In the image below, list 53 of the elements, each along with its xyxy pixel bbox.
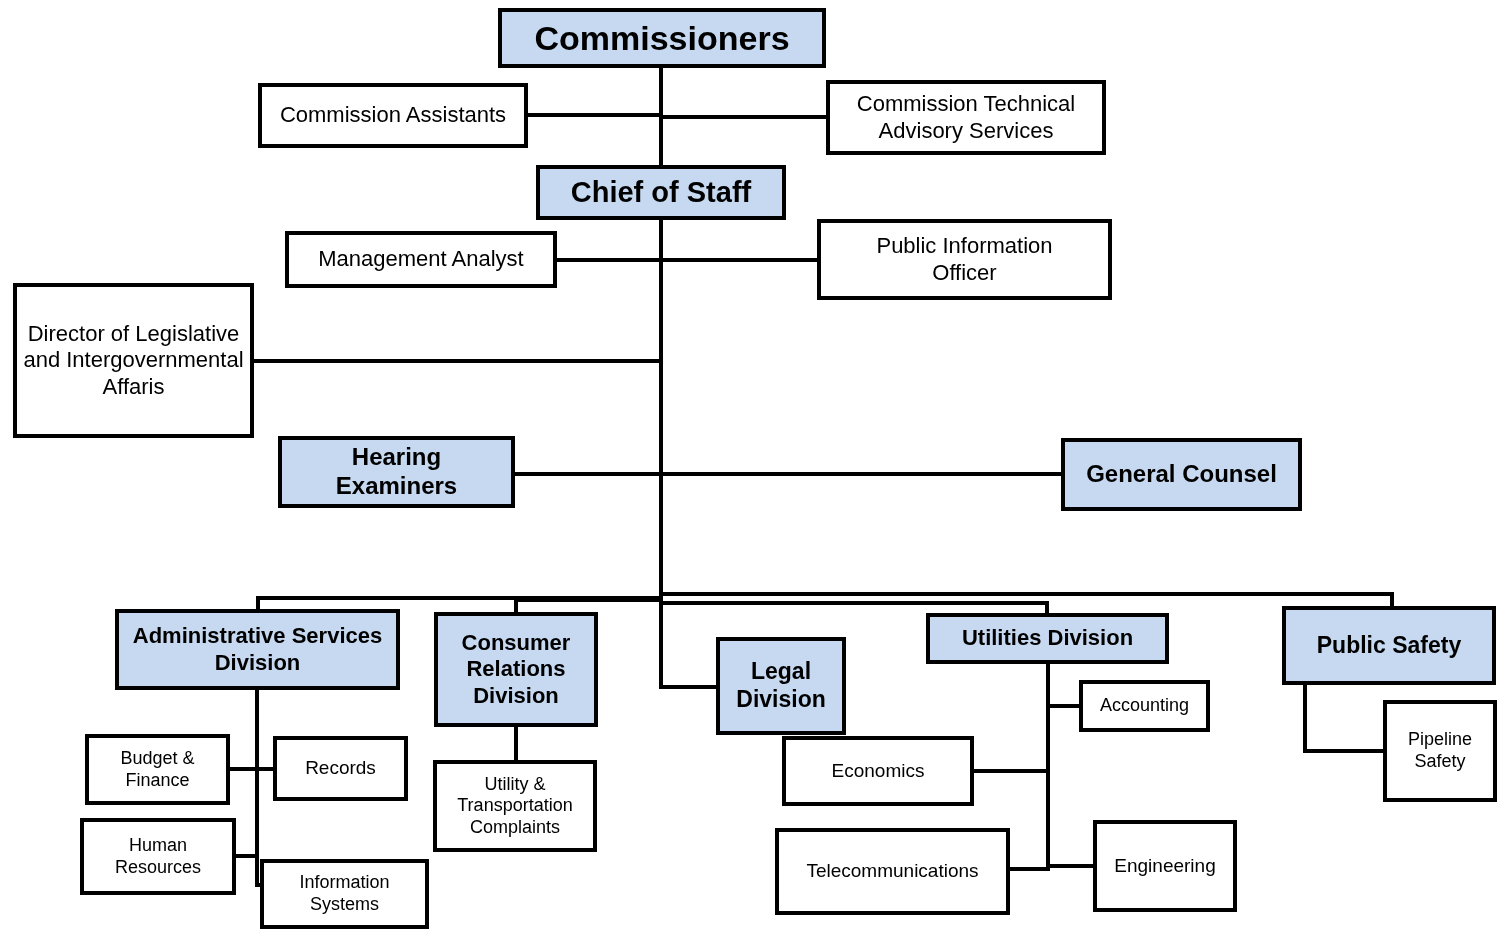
division-box xyxy=(926,613,1169,664)
connector-line xyxy=(1046,664,1093,868)
title-box xyxy=(498,8,826,68)
connector-line xyxy=(1303,685,1383,753)
box-label: Budget & Finance xyxy=(119,747,196,792)
unit-box xyxy=(782,736,974,806)
box-label: Management Analyst xyxy=(318,246,524,273)
box-label: Human Resources xyxy=(113,834,202,879)
unit-box xyxy=(285,231,557,288)
box-label: Pipeline Safety xyxy=(1406,729,1473,773)
unit-box xyxy=(85,734,230,805)
box-label: Director of Legislative and Intergovernmental Affaris xyxy=(22,320,245,401)
unit-box xyxy=(1093,820,1237,912)
division-box xyxy=(1061,438,1302,511)
division-box xyxy=(278,436,515,508)
unit-box xyxy=(273,736,408,801)
box-label: Public Safety xyxy=(1316,631,1462,660)
division-box xyxy=(434,612,598,727)
unit-box xyxy=(826,80,1106,155)
box-label: Accounting xyxy=(1099,695,1190,717)
box-label: Public Information Officer xyxy=(875,233,1054,286)
box-label: Utilities Division xyxy=(961,625,1134,652)
box-label: Economics xyxy=(831,759,925,783)
unit-box xyxy=(1079,680,1210,732)
division-box xyxy=(536,165,786,220)
box-label: Telecommunications xyxy=(806,860,979,883)
box-label: Records xyxy=(305,757,376,780)
connector-line xyxy=(659,68,826,119)
box-label: Chief of Staff xyxy=(570,175,752,210)
box-label: Legal Division xyxy=(735,658,827,714)
unit-box xyxy=(260,859,429,929)
division-box xyxy=(716,637,846,735)
unit-box xyxy=(817,219,1112,300)
unit-box xyxy=(80,818,236,895)
box-label: Hearing Examiners xyxy=(334,443,459,501)
division-box xyxy=(115,609,400,690)
box-label: General Counsel xyxy=(1086,460,1277,489)
unit-box xyxy=(775,828,1010,915)
unit-box xyxy=(1383,700,1497,802)
box-label: Commission Technical Advisory Services xyxy=(855,91,1077,144)
connector-line xyxy=(255,690,260,887)
unit-box xyxy=(433,760,597,852)
box-label: Information Systems xyxy=(298,872,391,916)
box-label: Commissioners xyxy=(534,17,790,59)
unit-box xyxy=(13,283,254,438)
box-label: Engineering xyxy=(1114,854,1216,878)
connector-line xyxy=(514,727,518,760)
box-label: Utility & Transportation Complaints xyxy=(456,773,574,839)
division-box xyxy=(1282,606,1496,685)
unit-box xyxy=(258,83,528,148)
box-label: Administrative Services Division xyxy=(131,623,384,676)
box-label: Commission Assistants xyxy=(279,102,507,129)
box-label: Consumer Relations Division xyxy=(460,629,572,710)
